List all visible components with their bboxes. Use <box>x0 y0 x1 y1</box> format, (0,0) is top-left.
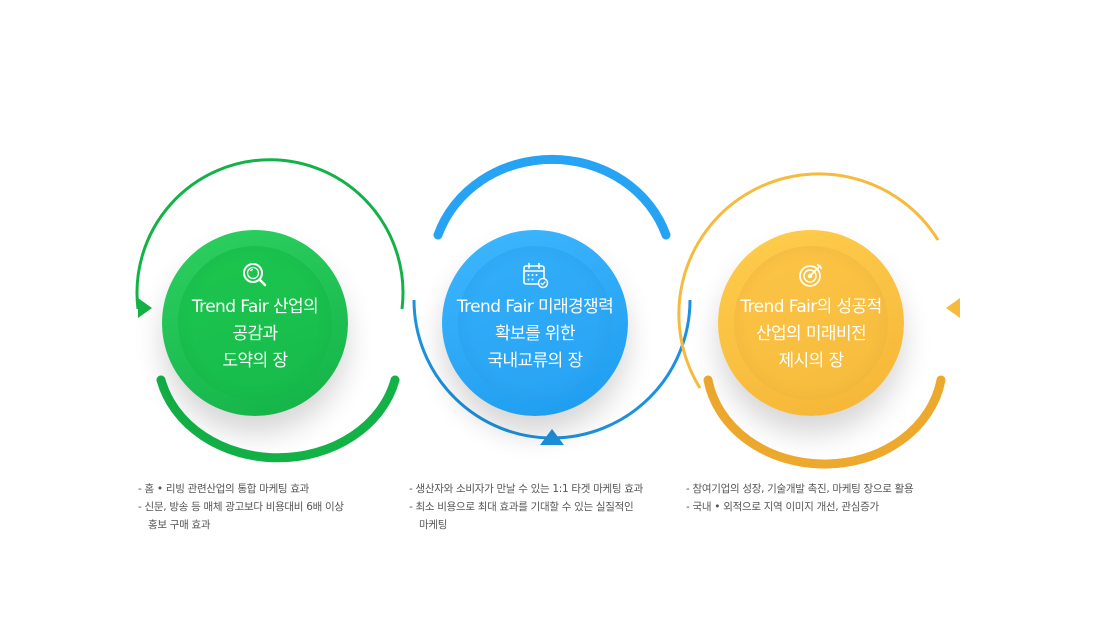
calendar-icon <box>523 262 549 289</box>
title-line: 도약의 장 <box>222 351 289 371</box>
title-line: 제시의 장 <box>778 351 845 371</box>
item-bullets: - 홈 • 리빙 관련산업의 통합 마케팅 효과 - 신문, 방송 등 매체 광… <box>138 480 344 534</box>
item-bullets: - 참여기업의 성장, 기술개발 촉진, 마케팅 장으로 활용 - 국내 • 외… <box>686 480 914 516</box>
orange-circle: Trend Fair의 성공적 산업의 미래비전 제시의 장 <box>718 230 904 416</box>
search-icon <box>243 263 267 287</box>
bullet-continuation: 마케팅 <box>419 519 448 531</box>
item-bullets: - 생산자와 소비자가 만날 수 있는 1:1 타겟 마케팅 효과 - 최소 비… <box>409 480 643 534</box>
title-line: 국내교류의 장 <box>487 351 583 371</box>
item-title: Trend Fair 미래경쟁력 확보를 위한 국내교류의 장 <box>442 294 628 375</box>
bullet-line: - 신문, 방송 등 매체 광고보다 비용대비 6배 이상 <box>138 501 344 513</box>
bullet-line: - 국내 • 외적으로 지역 이미지 개선, 관심증가 <box>686 501 879 513</box>
bullet-line: - 참여기업의 성장, 기술개발 촉진, 마케팅 장으로 활용 <box>686 483 914 495</box>
title-line: Trend Fair 산업의 <box>191 297 319 317</box>
feature-item-2: Trend Fair 미래경쟁력 확보를 위한 국내교류의 장 - 생산자와 소… <box>406 150 696 550</box>
blue-circle: Trend Fair 미래경쟁력 확보를 위한 국내교류의 장 <box>442 230 628 416</box>
title-line: Trend Fair 미래경쟁력 <box>456 297 614 317</box>
green-arc-decoration <box>135 158 405 463</box>
bullet-line: - 최소 비용으로 최대 효과를 기대할 수 있는 실질적인 <box>409 501 634 513</box>
item-title: Trend Fair의 성공적 산업의 미래비전 제시의 장 <box>718 294 904 375</box>
feature-item-3: Trend Fair의 성공적 산업의 미래비전 제시의 장 - 참여기업의 성… <box>677 150 968 550</box>
title-line: 확보를 위한 <box>494 324 576 344</box>
green-inner-circle <box>178 246 332 400</box>
title-line: 산업의 미래비전 <box>755 324 867 344</box>
title-line: Trend Fair의 성공적 <box>740 297 882 317</box>
title-line: 공감과 <box>232 324 278 344</box>
bullet-line: - 생산자와 소비자가 만날 수 있는 1:1 타겟 마케팅 효과 <box>409 483 644 495</box>
orange-arc-decoration <box>677 172 960 469</box>
target-icon <box>799 263 823 287</box>
feature-item-1: Trend Fair 산업의 공감과 도약의 장 - 홈 • 리빙 관련산업의 … <box>112 150 405 550</box>
bullet-line: - 홈 • 리빙 관련산업의 통합 마케팅 효과 <box>138 483 310 495</box>
item-title: Trend Fair 산업의 공감과 도약의 장 <box>162 294 348 375</box>
blue-arc-decoration <box>412 154 692 445</box>
bullet-continuation: 홍보 구매 효과 <box>148 519 211 531</box>
orange-inner-circle <box>734 246 888 400</box>
green-circle: Trend Fair 산업의 공감과 도약의 장 <box>162 230 348 416</box>
